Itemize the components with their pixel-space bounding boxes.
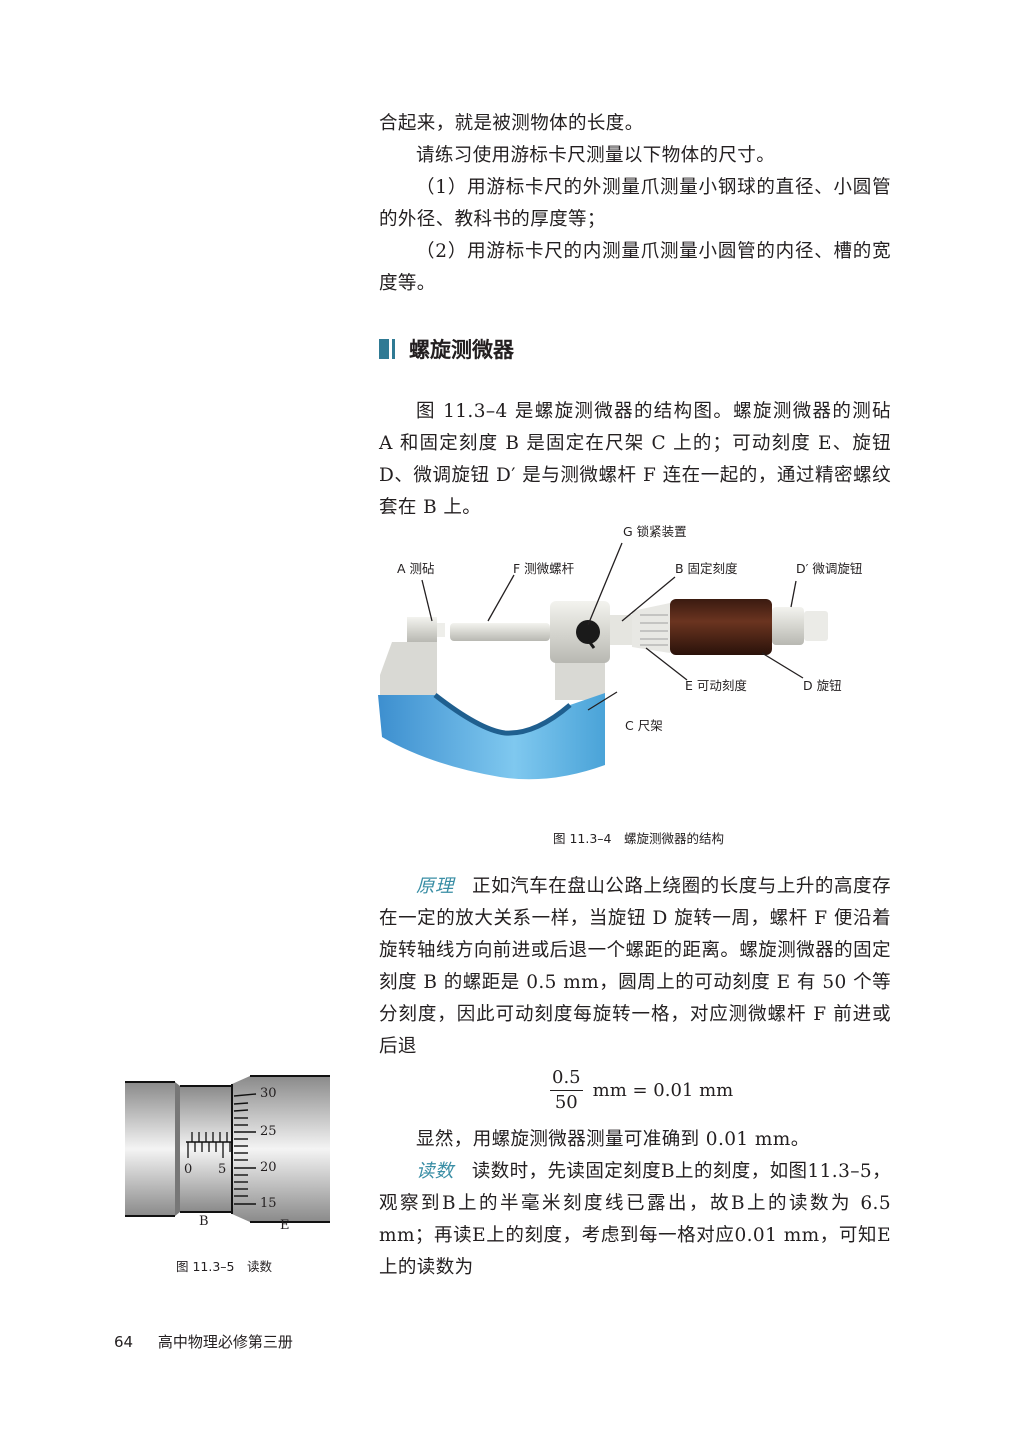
figure-caption-11-3-4: 图 11.3–4 螺旋测微器的结构 [553, 831, 725, 846]
paragraph-practice: 请练习使用游标卡尺测量以下物体的尺寸。 [416, 145, 776, 166]
scale-e-label-15: 15 [260, 1196, 277, 1211]
scale-e-label-25: 25 [260, 1124, 277, 1139]
paragraph-intro: 图 11.3–4 是螺旋测微器的结构图。螺旋测微器的测砧 A 和固定刻度 B 是… [379, 401, 891, 518]
paragraph-conclusion: 显然，用螺旋测微器测量可准确到 0.01 mm。 [416, 1129, 810, 1150]
label-fixed-scale: B 固定刻度 [675, 561, 738, 576]
scale-e-label-30: 30 [260, 1086, 277, 1101]
micrometer-illustration [378, 542, 828, 780]
formula-rest: mm = 0.01 mm [592, 1080, 734, 1101]
figure-micrometer-structure: G 锁紧装置 A 测砧 F 测微螺杆 B 固定刻度 D′ 微调旋钮 E 可动刻度… [370, 515, 910, 805]
scale-b-label-0: 0 [184, 1162, 193, 1177]
book-title: 高中物理必修第三册 [157, 1333, 293, 1351]
label-fine-knob: D′ 微调旋钮 [796, 561, 863, 576]
reading-scale-illustration [125, 1075, 330, 1223]
page-number: 64 [114, 1333, 134, 1351]
paragraph-reading: 读数读数时，先读固定刻度B上的刻度，如图11.3–5，观察到B上的半毫米刻度线已… [379, 1156, 891, 1284]
label-e: E [280, 1218, 290, 1233]
label-b: B [199, 1214, 209, 1229]
page-footer: 64 高中物理必修第三册 [114, 1331, 293, 1352]
label-spindle: F 测微螺杆 [513, 561, 575, 576]
formula: 0.5 50 mm = 0.01 mm [550, 1068, 733, 1113]
figure-reading: 0 5 30 25 20 15 B E [120, 1074, 335, 1244]
fraction-numerator: 0.5 [550, 1068, 583, 1091]
figure-caption-11-3-5: 图 11.3–5 读数 [176, 1259, 273, 1274]
paragraph-item-1: （1）用游标卡尺的外测量爪测量小钢球的直径、小圆管的外径、教科书的厚度等； [379, 177, 891, 230]
fraction-denominator: 50 [554, 1092, 578, 1113]
label-knob: D 旋钮 [803, 678, 842, 693]
section-marker-line [392, 339, 395, 359]
label-anvil: A 测砧 [397, 561, 435, 576]
paragraph-principle: 原理正如汽车在盘山公路上绕圈的长度与上升的高度存在一定的放大关系一样，当旋钮 D… [379, 871, 891, 1063]
label-movable-scale: E 可动刻度 [685, 678, 747, 693]
scale-e-label-20: 20 [260, 1160, 277, 1175]
keyword-reading: 读数 [416, 1161, 454, 1182]
keyword-principle: 原理 [416, 876, 455, 897]
paragraph-item-2: （2）用游标卡尺的内测量爪测量小圆管的内径、槽的宽度等。 [379, 241, 891, 294]
section-title: 螺旋测微器 [409, 338, 514, 362]
label-frame: C 尺架 [625, 718, 663, 733]
scale-b-label-5: 5 [218, 1162, 227, 1177]
reading-text: 读数时，先读固定刻度B上的刻度，如图11.3–5，观察到B上的半毫米刻度线已露出… [379, 1161, 891, 1278]
principle-text: 正如汽车在盘山公路上绕圈的长度与上升的高度存在一定的放大关系一样，当旋钮 D 旋… [379, 876, 891, 1057]
section-marker-icon [379, 339, 389, 359]
label-lock-device: G 锁紧装置 [623, 524, 687, 539]
section-heading: 螺旋测微器 [379, 334, 514, 364]
paragraph-continuation: 合起来，就是被测物体的长度。 [379, 113, 644, 134]
fraction: 0.5 50 [550, 1068, 583, 1113]
